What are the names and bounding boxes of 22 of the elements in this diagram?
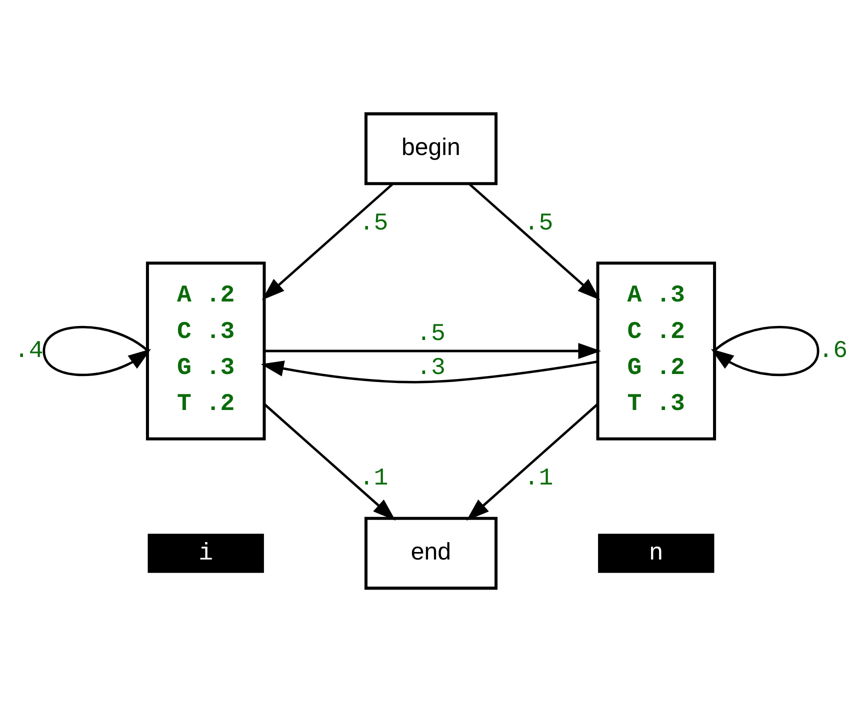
node-box: i (147, 534, 264, 573)
arrow (264, 342, 601, 360)
node-box: end (364, 516, 498, 590)
edge-label: .3 (416, 354, 445, 382)
arrow (42, 326, 151, 376)
arrow (263, 403, 396, 521)
edge-label: .5 (524, 210, 553, 238)
edge-label: .5 (358, 210, 388, 238)
arrow (468, 182, 600, 300)
node-box: begin (364, 112, 498, 186)
arrow (710, 326, 819, 376)
edge-label: .5 (416, 321, 445, 348)
arrow (260, 360, 598, 384)
node-box: A .2 C .3 G .3 T .2 (145, 262, 266, 440)
edge-label: .1 (524, 466, 553, 493)
edge-label: .1 (358, 466, 388, 493)
node-box: n (598, 534, 714, 573)
edge-label: .6 (818, 338, 848, 366)
arrow (466, 403, 598, 521)
arrow (261, 182, 394, 300)
edge-label: .4 (14, 338, 43, 366)
node-box: A .3 C .2 G .2 T .3 (596, 262, 716, 440)
